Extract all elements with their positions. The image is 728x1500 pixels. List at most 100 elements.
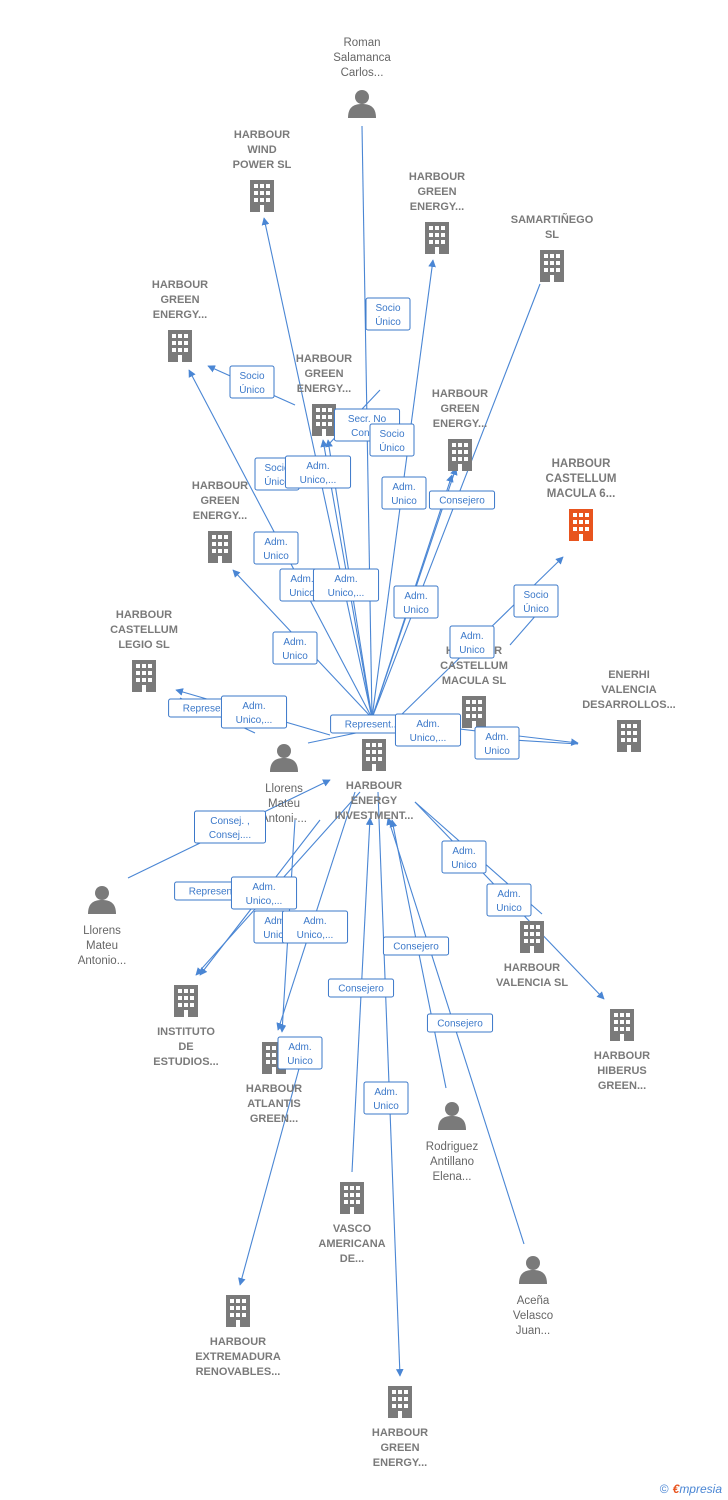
- node-green_top[interactable]: HARBOURGREENENERGY...: [409, 171, 465, 254]
- relation-text: Consejero: [338, 984, 384, 995]
- node-label-line: ENERGY: [351, 795, 398, 807]
- relation-label-r29[interactable]: Consejero: [327, 978, 395, 998]
- relation-box: [393, 585, 439, 619]
- relation-text: Unico: [263, 551, 289, 562]
- node-label-line: VALENCIA: [601, 684, 656, 696]
- building-icon: [132, 660, 156, 692]
- relation-label-r23[interactable]: Adm.Unico,...: [230, 876, 298, 910]
- relation-label-r28[interactable]: Consejero: [382, 936, 450, 956]
- node-llorens2[interactable]: LlorensMateuAntonio...: [78, 886, 127, 967]
- node-label-line: Roman: [343, 37, 380, 49]
- relation-box: [365, 297, 411, 331]
- relation-text: Único: [379, 441, 405, 454]
- relation-label-r9[interactable]: Adm.Unico: [253, 531, 299, 565]
- node-vasco[interactable]: VASCOAMERICANADE...: [318, 1182, 386, 1265]
- building-icon: [388, 1386, 412, 1418]
- node-label-line: GREEN: [417, 186, 456, 198]
- node-acena[interactable]: AceñaVelascoJuan...: [513, 1256, 553, 1337]
- node-label-line: HARBOUR: [152, 279, 208, 291]
- node-label-line: MACULA 6...: [547, 488, 616, 500]
- relation-box: [220, 695, 288, 729]
- relation-label-r31[interactable]: Adm.Unico: [277, 1036, 323, 1070]
- node-instituto[interactable]: INSTITUTODEESTUDIOS...: [153, 985, 219, 1068]
- relation-text: Represent...: [345, 720, 399, 731]
- node-label-line: Antillano: [430, 1156, 474, 1168]
- relation-label-r19[interactable]: Adm.Unico,...: [394, 713, 462, 747]
- relation-text: Consej. ,: [210, 816, 249, 827]
- relation-label-r11[interactable]: Adm.Unico,...: [312, 568, 380, 602]
- node-llorens1[interactable]: LlorensMateuAntoni-...: [261, 744, 307, 825]
- relation-text: Secr. No: [348, 414, 387, 425]
- node-label-line: Mateu: [268, 798, 300, 810]
- relation-label-r15[interactable]: Adm.Unico: [272, 631, 318, 665]
- relation-text: Adm.: [252, 882, 275, 893]
- relation-text: Único: [264, 475, 290, 488]
- building-icon: [168, 330, 192, 362]
- relation-text: Único: [523, 602, 549, 615]
- node-green_left[interactable]: HARBOURGREENENERGY...: [152, 279, 208, 362]
- empresia-logo[interactable]: ©€mpresia: [660, 1482, 722, 1496]
- relation-text: Cons...: [351, 428, 383, 439]
- relation-text: Adm.: [264, 916, 287, 927]
- node-label-line: Antoni-...: [261, 813, 307, 825]
- building-icon: [340, 1182, 364, 1214]
- relation-label-r6[interactable]: Adm.Unico,...: [284, 455, 352, 489]
- node-rodriguez[interactable]: RodriguezAntillanoElena...: [426, 1102, 479, 1183]
- relation-text: Consej....: [209, 830, 251, 841]
- relation-label-r30[interactable]: Consejero: [426, 1013, 494, 1033]
- relation-label-r14[interactable]: Adm.Unico: [449, 625, 495, 659]
- relation-box: [441, 840, 487, 874]
- node-label-line: HARBOUR: [409, 171, 465, 183]
- node-label-line: GREEN: [440, 403, 479, 415]
- node-green_left2[interactable]: HARBOURGREENENERGY...: [192, 480, 248, 563]
- relation-text: Consejero: [393, 942, 439, 953]
- building-icon: [520, 921, 544, 953]
- building-icon: [448, 439, 472, 471]
- node-label-line: Antonio...: [78, 955, 127, 967]
- relation-label-r32[interactable]: Adm.Unico: [363, 1081, 409, 1115]
- node-green_right[interactable]: HARBOURGREENENERGY...: [432, 388, 488, 471]
- relation-box: [486, 883, 532, 917]
- relation-label-r20[interactable]: Adm.Unico: [474, 726, 520, 760]
- relation-label-r21[interactable]: Consej. , Consej....: [194, 810, 266, 844]
- relation-label-r12[interactable]: Adm.Unico: [393, 585, 439, 619]
- node-roman[interactable]: RomanSalamancaCarlos...: [333, 37, 391, 118]
- node-label-line: DE: [178, 1041, 193, 1053]
- relation-text: Unico,...: [300, 475, 337, 486]
- relation-box: [194, 810, 266, 844]
- node-label-line: POWER SL: [233, 159, 292, 171]
- node-label-line: GREEN: [200, 495, 239, 507]
- relation-label-r25[interactable]: Adm.Unico,...: [281, 910, 349, 944]
- relation-box: [229, 365, 275, 399]
- relation-box: [281, 910, 349, 944]
- relation-text: Unico: [373, 1101, 399, 1112]
- node-green_mid[interactable]: HARBOURGREENENERGY...: [296, 353, 352, 436]
- node-green_bottom[interactable]: HARBOURGREENENERGY...: [372, 1386, 428, 1469]
- node-extremadura[interactable]: HARBOUREXTREMADURARENOVABLES...: [195, 1295, 281, 1378]
- node-enerhi[interactable]: ENERHIVALENCIADESARROLLOS...: [582, 669, 676, 752]
- node-label-line: HARBOUR: [296, 353, 352, 365]
- relation-label-r8[interactable]: Consejero: [428, 490, 496, 510]
- node-hiberus[interactable]: HARBOURHIBERUSGREEN...: [594, 1009, 650, 1092]
- node-hei[interactable]: HARBOURENERGYINVESTMENT...: [335, 739, 414, 822]
- relation-text: Socio: [375, 303, 400, 314]
- relation-label-r7[interactable]: Adm.Unico: [381, 476, 427, 510]
- relation-text: Adm.: [460, 631, 483, 642]
- relation-label-r27[interactable]: Adm.Unico: [486, 883, 532, 917]
- relation-box: [284, 455, 352, 489]
- relation-label-r26[interactable]: Adm.Unico: [441, 840, 487, 874]
- node-label-line: HARBOUR: [504, 962, 560, 974]
- edge-31: [238, 1064, 301, 1286]
- node-atlantis[interactable]: HARBOURATLANTISGREEN...: [246, 1042, 302, 1125]
- relation-label-r17[interactable]: Adm.Unico,...: [220, 695, 288, 729]
- building-icon: [312, 404, 336, 436]
